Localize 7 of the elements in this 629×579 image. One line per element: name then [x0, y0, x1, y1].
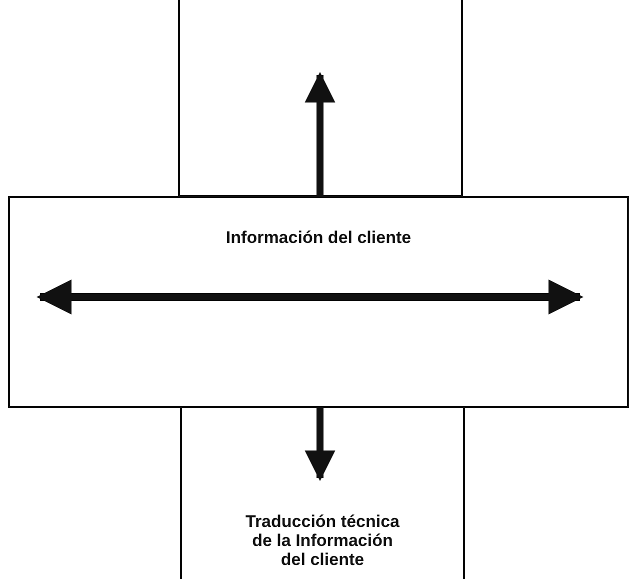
arrow — [304, 72, 336, 196]
process-box — [180, 406, 465, 579]
process-box — [8, 196, 629, 408]
box-label: Traducción técnica de la Información del cliente — [244, 512, 400, 569]
arrow — [304, 408, 336, 482]
empty-box — [178, 0, 463, 197]
box-label: Información del cliente — [224, 228, 412, 247]
